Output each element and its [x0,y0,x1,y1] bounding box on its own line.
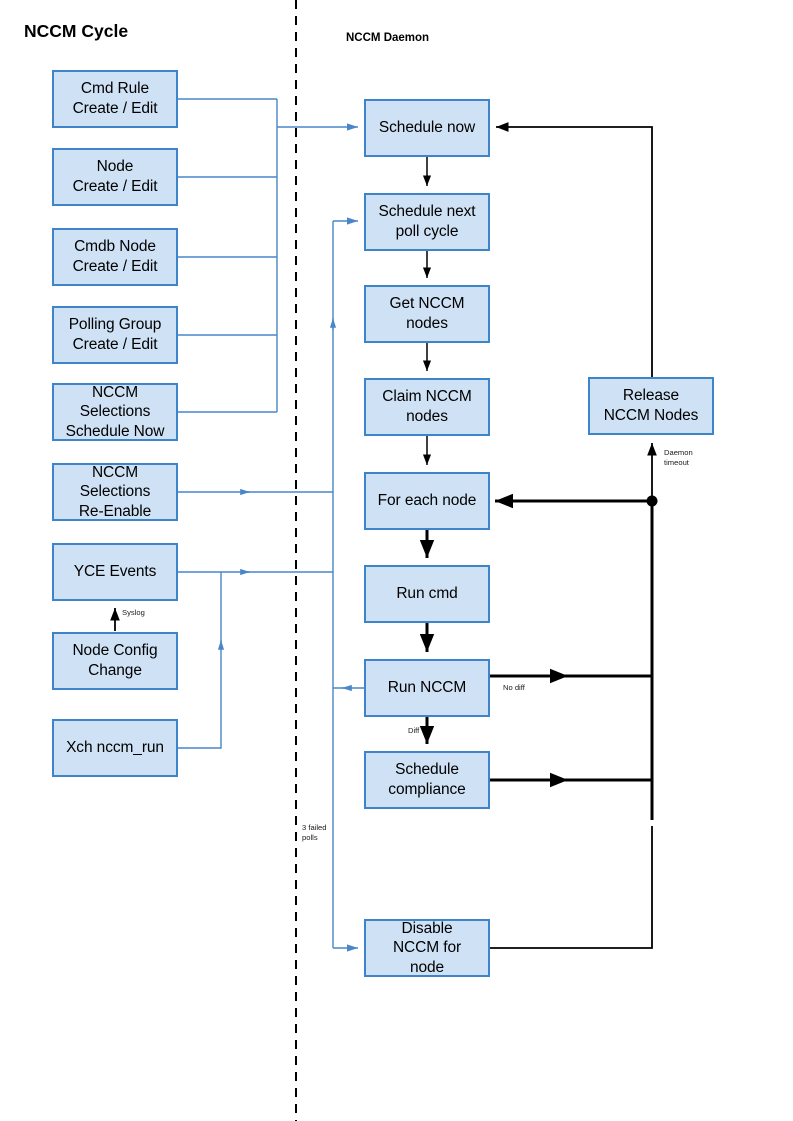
node-get-nccm-nodes[interactable]: Get NCCM nodes [364,285,490,343]
node-schedule-next-poll-cycle[interactable]: Schedule next poll cycle [364,193,490,251]
edge-label-diff: Diff [408,726,420,735]
node-schedule-compliance[interactable]: Schedule compliance [364,751,490,809]
page-title-left: NCCM Cycle [24,21,129,41]
junction-dot [646,495,658,507]
edge-label-syslog: Syslog [122,608,145,617]
node-for-each-node[interactable]: For each node [364,472,490,530]
node-cmdb-node-create-edit[interactable]: Cmdb Node Create / Edit [52,228,178,286]
node-run-nccm[interactable]: Run NCCM [364,659,490,717]
node-run-cmd[interactable]: Run cmd [364,565,490,623]
node-release-nccm-nodes[interactable]: Release NCCM Nodes [588,377,714,435]
edge-label-daemon-timeout: Daemon timeout [664,448,693,468]
node-yce-events[interactable]: YCE Events [52,543,178,601]
node-disable-nccm-for-node[interactable]: Disable NCCM for node [364,919,490,977]
node-claim-nccm-nodes[interactable]: Claim NCCM nodes [364,378,490,436]
page-title-right: NCCM Daemon [346,32,430,44]
edge-label-no-diff: No diff [503,683,525,692]
edge-label-3-failed-polls: 3 failed polls [302,823,327,843]
node-nccm-selections-re-enable[interactable]: NCCM Selections Re-Enable [52,463,178,521]
node-nccm-selections-schedule-now[interactable]: NCCM Selections Schedule Now [52,383,178,441]
node-cmd-rule-create-edit[interactable]: Cmd Rule Create / Edit [52,70,178,128]
node-xch-nccm-run[interactable]: Xch nccm_run [52,719,178,777]
node-polling-group-create-edit[interactable]: Polling Group Create / Edit [52,306,178,364]
node-node-create-edit[interactable]: Node Create / Edit [52,148,178,206]
node-node-config-change[interactable]: Node Config Change [52,632,178,690]
node-schedule-now[interactable]: Schedule now [364,99,490,157]
